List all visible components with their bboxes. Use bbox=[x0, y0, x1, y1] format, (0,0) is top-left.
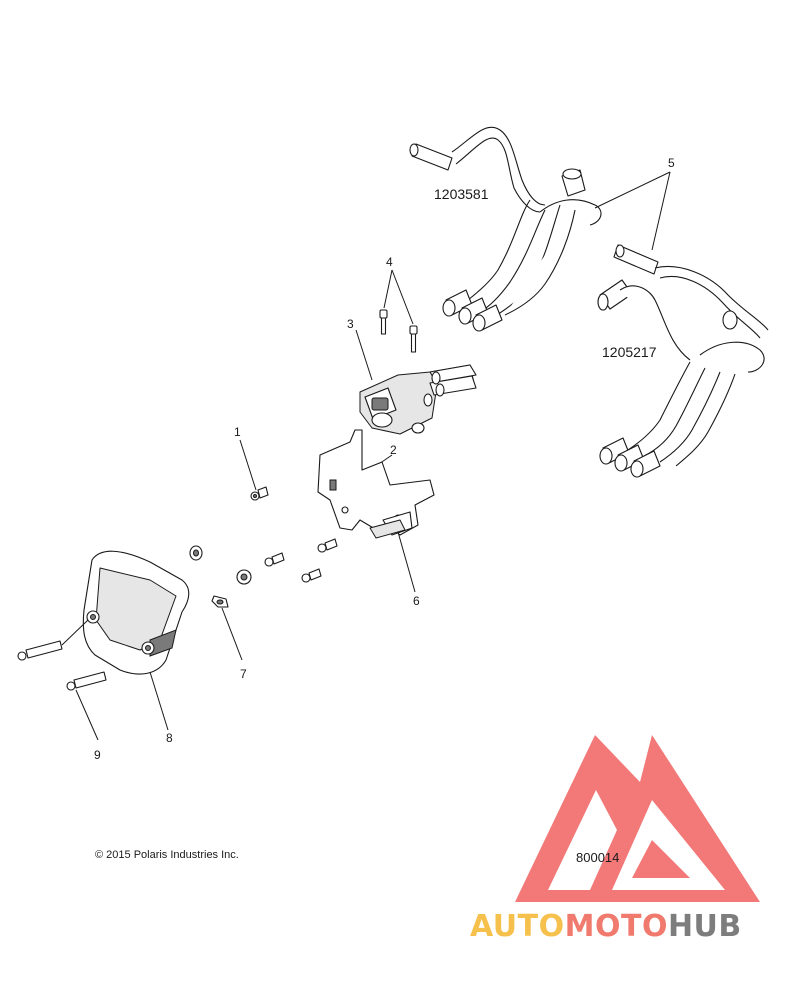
callout-9-leader bbox=[75, 689, 99, 741]
callout-3-leader bbox=[355, 329, 373, 381]
callout-7: 7 bbox=[240, 667, 247, 681]
callout-7-leader bbox=[221, 607, 243, 661]
figure-number: 800014 bbox=[576, 850, 619, 865]
valve-icon bbox=[359, 364, 477, 435]
callout-1: 1 bbox=[234, 425, 241, 439]
callout-5: 5 bbox=[668, 156, 675, 170]
callout-1-leader bbox=[239, 439, 257, 491]
watermark-word-hub: HUB bbox=[668, 909, 742, 944]
bolt-icon bbox=[379, 309, 388, 335]
watermark-wordmark: AUTOMOTOHUB bbox=[470, 909, 742, 944]
part-number-1205217: 1205217 bbox=[602, 344, 657, 360]
callout-6: 6 bbox=[413, 594, 420, 608]
callout-5-leader bbox=[594, 171, 671, 251]
copyright-notice: © 2015 Polaris Industries Inc. bbox=[95, 849, 239, 861]
hose-end-icon bbox=[442, 289, 503, 332]
harness-icon bbox=[409, 126, 602, 332]
bolt-icon bbox=[66, 671, 107, 691]
nut-icon bbox=[236, 569, 252, 585]
callout-3: 3 bbox=[347, 317, 354, 331]
bolt-icon bbox=[301, 568, 322, 583]
part-number-1203581: 1203581 bbox=[434, 186, 489, 202]
harness-icon bbox=[597, 244, 769, 478]
nut-icon bbox=[211, 595, 229, 608]
callout-8-leader bbox=[149, 671, 169, 731]
callout-9-guide bbox=[61, 619, 89, 646]
logo-triangle-icon bbox=[515, 735, 760, 902]
bolt-icon bbox=[17, 640, 63, 661]
callout-6-leader bbox=[397, 531, 416, 593]
bolt-icon bbox=[250, 486, 269, 501]
watermark-word-moto: MOTO bbox=[565, 909, 668, 944]
watermark-word-auto: AUTO bbox=[470, 909, 565, 944]
bolt-icon bbox=[317, 538, 338, 553]
nut-icon bbox=[189, 545, 203, 561]
callout-4: 4 bbox=[386, 255, 393, 269]
callout-4-leader bbox=[383, 269, 414, 325]
bracket-icon bbox=[317, 429, 435, 539]
bolt-icon bbox=[409, 325, 418, 353]
hose-end-icon bbox=[599, 437, 661, 478]
callout-9: 9 bbox=[94, 748, 101, 762]
bolt-icon bbox=[264, 552, 285, 567]
cover-icon bbox=[82, 550, 190, 675]
callout-2: 2 bbox=[390, 443, 397, 457]
callout-8: 8 bbox=[166, 731, 173, 745]
